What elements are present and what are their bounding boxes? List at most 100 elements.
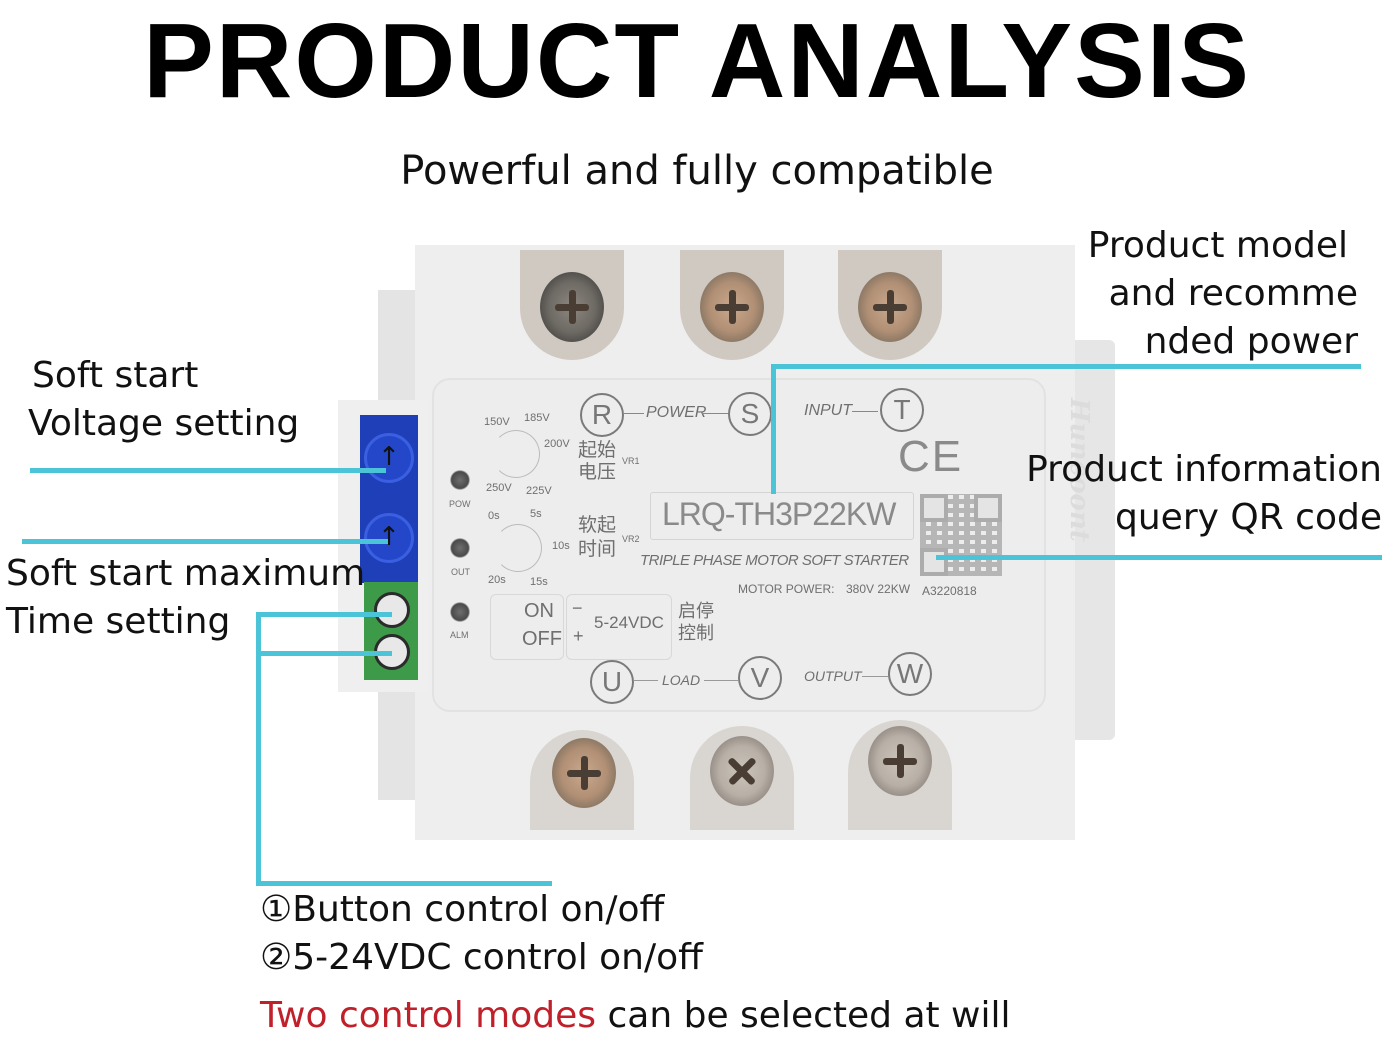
control-modes-summary: Two control modes can be selected at wil…: [260, 992, 1011, 1040]
dc-plus-icon: +: [573, 626, 584, 646]
control-modes-highlight: Two control modes: [260, 995, 597, 1036]
on-off-switch[interactable]: [490, 594, 564, 660]
vr2-tick: 5s: [530, 508, 542, 520]
divider-line: [704, 680, 738, 681]
input-terminal-slot: [680, 250, 784, 360]
callout-line: Soft start maximum: [6, 553, 366, 594]
vr2-tick: 0s: [488, 510, 500, 522]
output-terminal-slot: [690, 726, 794, 830]
callout-line: Soft start: [32, 355, 199, 396]
load-label: LOAD: [662, 672, 701, 688]
callout-soft-start-time: Soft start maximum Time setting: [6, 550, 365, 646]
input-terminal-slot: [520, 250, 624, 360]
vr1-tick: 200V: [544, 438, 570, 450]
leader-line-time: [22, 539, 388, 544]
vr1-label-line: 电压: [578, 462, 617, 483]
leader-line-voltage: [30, 468, 386, 473]
input-label: INPUT: [804, 402, 852, 419]
input-terminal-slot: [838, 250, 942, 360]
potentiometer-block: ↑ ↑: [360, 415, 418, 583]
control-terminal-screw: [374, 592, 410, 628]
pow-led-label: POW: [449, 499, 471, 509]
control-terminal-block: [364, 582, 418, 680]
model-number: LRQ-TH3P22KW: [662, 496, 896, 532]
vr2-tag: VR2: [622, 534, 640, 544]
vr2-tick: 15s: [530, 576, 548, 588]
pow-led-icon: [450, 470, 470, 490]
dc-range-label: 5-24VDC: [594, 613, 664, 632]
vr2-dial-icon: [494, 524, 542, 572]
voltage-potentiometer[interactable]: ↑: [364, 433, 414, 483]
callout-line: Product model: [1087, 225, 1348, 266]
vr1-tick: 225V: [526, 485, 552, 497]
callout-product-model: Product model and recomme nded power: [1088, 222, 1358, 366]
leader-line-control-2: [256, 651, 392, 656]
vr2-label-line: 软起: [578, 515, 617, 536]
screw-icon: [700, 272, 764, 342]
screw-icon: [710, 736, 774, 806]
callout-line: and recomme: [1108, 273, 1358, 314]
callout-line: query QR code: [1115, 497, 1382, 538]
terminal-v-label: V: [738, 656, 782, 700]
vr1-dial-icon: [492, 430, 540, 478]
callout-line: Product information: [1026, 449, 1382, 490]
dc-label-cn: 启停控制: [678, 600, 714, 644]
dc-label-line: 启停: [678, 601, 714, 621]
out-led-icon: [450, 538, 470, 558]
dc-input-box: [566, 594, 672, 660]
screw-icon: [858, 272, 922, 342]
callout-line: nded power: [1144, 321, 1358, 362]
alm-led-icon: [450, 602, 470, 622]
screw-icon: [540, 272, 604, 342]
divider-line: [634, 680, 658, 681]
qr-code: [920, 494, 1002, 576]
switch-off-label: OFF: [522, 628, 562, 650]
vr1-label-cn: 起始电压: [578, 440, 616, 484]
vr1-tick: 250V: [486, 482, 512, 494]
terminal-s-label: S: [728, 392, 772, 436]
callout-soft-start-voltage: Soft start Voltage setting: [28, 352, 299, 448]
vr1-tick: 185V: [524, 412, 550, 424]
motor-power-label: MOTOR POWER:: [738, 582, 835, 596]
control-modes-rest: can be selected at will: [596, 995, 1011, 1036]
screw-icon: [868, 726, 932, 796]
dc-minus-icon: −: [572, 598, 583, 618]
vr2-label-cn: 软起时间: [578, 514, 616, 562]
divider-line: [852, 411, 878, 412]
page-title: PRODUCT ANALYSIS: [143, 2, 1251, 120]
model-box: [650, 492, 914, 540]
switch-on-label: ON: [524, 600, 554, 622]
ce-mark: CE: [898, 432, 964, 481]
callout-qr-code: Product information query QR code: [1026, 446, 1382, 542]
output-terminal-slot: [530, 730, 634, 830]
alm-led-label: ALM: [450, 630, 469, 640]
screw-icon: [552, 738, 616, 808]
leader-line-control-vertical: [256, 612, 261, 886]
callout-line: Voltage setting: [28, 403, 300, 444]
out-led-label: OUT: [451, 567, 470, 577]
motor-power-value: 380V 22KW: [846, 582, 911, 596]
dc-label-line: 控制: [678, 623, 714, 643]
vr1-tick: 150V: [484, 416, 510, 428]
vr2-label-line: 时间: [578, 539, 617, 560]
output-terminal-slot: [848, 720, 952, 830]
terminal-t-label: T: [880, 388, 924, 432]
terminal-r-label: R: [580, 393, 624, 437]
leader-line-qr: [936, 555, 1382, 560]
serial-number: A3220818: [922, 584, 977, 598]
time-potentiometer[interactable]: ↑: [364, 513, 414, 563]
output-label: OUTPUT: [804, 668, 862, 684]
divider-line: [624, 413, 644, 414]
vr1-label-line: 起始: [578, 440, 617, 461]
leader-line-model: [771, 364, 1361, 369]
vr2-tick: 10s: [552, 540, 570, 552]
callout-line: Time setting: [6, 601, 231, 642]
control-mode-item: ②5-24VDC control on/off: [260, 937, 703, 978]
vr2-tick: 20s: [488, 574, 506, 586]
divider-line: [862, 676, 888, 677]
leader-line-control-bottom: [256, 881, 552, 886]
device-description: TRIPLE PHASE MOTOR SOFT STARTER: [640, 552, 909, 569]
terminal-w-label: W: [888, 652, 932, 696]
control-modes-list: ①Button control on/off ②5-24VDC control …: [260, 886, 703, 982]
